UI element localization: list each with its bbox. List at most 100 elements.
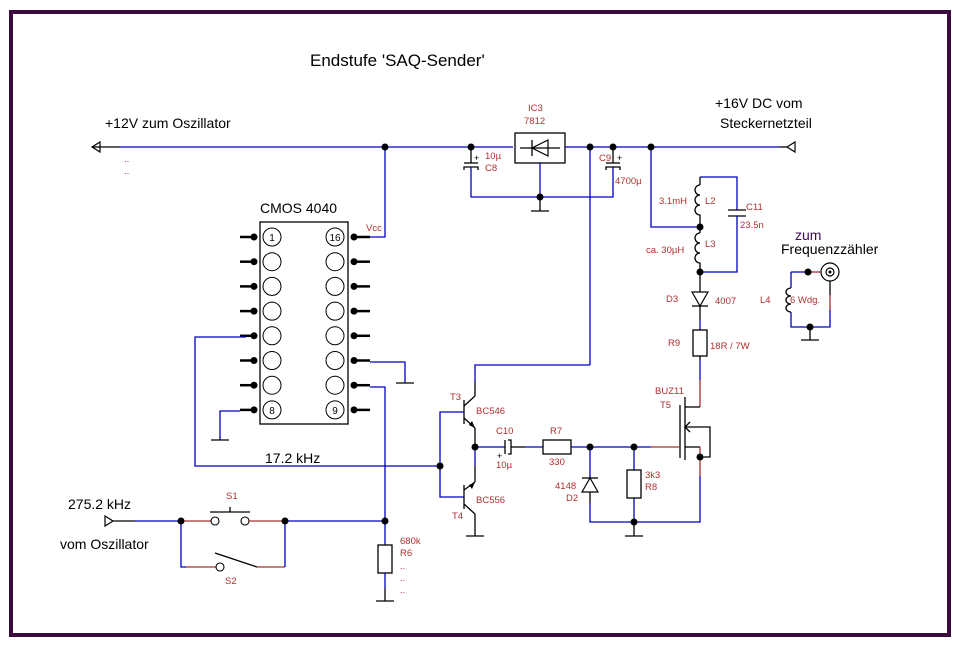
svg-text:R8: R8	[645, 482, 657, 493]
inductor-l2	[694, 184, 701, 227]
svg-text:..: ..	[400, 573, 405, 584]
ic-pin-marker	[325, 252, 345, 272]
junction-dot	[471, 443, 479, 451]
svg-text:R7: R7	[550, 426, 562, 437]
svg-text:10µ: 10µ	[496, 460, 513, 471]
svg-text:C11: C11	[746, 202, 763, 213]
label-16v-in-2: Steckernetzteil	[720, 115, 812, 131]
label-counter-1: zum	[795, 227, 821, 243]
junction-dot	[630, 443, 638, 451]
transistor-t3	[463, 382, 476, 448]
resistor-r6	[376, 521, 394, 602]
svg-text:7812: 7812	[524, 116, 545, 127]
svg-text:C8: C8	[485, 163, 497, 174]
junction-dot	[609, 143, 617, 151]
ic-pin-dot	[350, 233, 358, 241]
inductor-l4	[785, 287, 792, 313]
svg-text:+: +	[474, 153, 479, 163]
capacitor-c10: +	[475, 439, 543, 461]
svg-text:..: ..	[124, 166, 129, 177]
ic-pin-dot	[250, 258, 258, 266]
svg-text:T3: T3	[450, 392, 461, 403]
junction-dot	[696, 268, 704, 276]
svg-text:D3: D3	[666, 294, 678, 305]
ic-pin-dot	[350, 381, 358, 389]
ic-pin-number: 8	[269, 406, 275, 417]
svg-text:C9: C9	[599, 153, 611, 164]
ic-pin-marker	[262, 227, 282, 247]
ic-pin-marker	[325, 227, 345, 247]
svg-text:4148: 4148	[555, 481, 576, 492]
junction-dot	[696, 453, 704, 461]
junction-dot	[177, 517, 185, 525]
svg-text:S2: S2	[225, 576, 237, 587]
svg-text:BUZ11: BUZ11	[655, 386, 684, 397]
ic-pin-dot	[250, 332, 258, 340]
svg-text:4700µ: 4700µ	[615, 176, 642, 187]
junction-dot	[536, 193, 544, 201]
ic-pin-marker	[325, 375, 345, 395]
ic-label: CMOS 4040	[260, 200, 337, 216]
ic-pin-marker	[325, 276, 345, 296]
svg-text:23.5n: 23.5n	[740, 220, 764, 231]
ic-pin-dot	[350, 258, 358, 266]
switch-s1[interactable]	[181, 507, 285, 526]
ic-pin-marker	[262, 326, 282, 346]
svg-text:L2: L2	[705, 196, 716, 207]
svg-text:IC3: IC3	[528, 103, 543, 114]
svg-text:R6: R6	[400, 548, 412, 559]
svg-text:T4: T4	[452, 511, 463, 522]
resistor-r8	[625, 447, 643, 537]
svg-text:BC546: BC546	[476, 406, 505, 417]
label-16v-in-1: +16V DC vom	[715, 95, 803, 111]
junction-dot	[281, 517, 289, 525]
svg-text:ca. 30µH: ca. 30µH	[646, 245, 684, 256]
svg-text:..: ..	[400, 561, 405, 572]
junction-dot	[586, 443, 594, 451]
junction-dot	[381, 517, 389, 525]
junction-dot	[381, 143, 389, 151]
svg-text:+: +	[497, 451, 502, 461]
ic-pin-dot	[250, 406, 258, 414]
rail-12v	[90, 140, 513, 154]
ic-pin-marker	[262, 301, 282, 321]
ic-pin-marker	[262, 375, 282, 395]
ic-pin-marker	[325, 400, 345, 420]
svg-text:D2: D2	[566, 493, 578, 504]
junction-dot	[647, 143, 655, 151]
svg-text:10µ: 10µ	[485, 151, 502, 162]
diagram-frame	[9, 10, 951, 637]
ic-pin-marker	[262, 400, 282, 420]
svg-text:BC556: BC556	[476, 495, 505, 506]
ic-pin-marker	[325, 326, 345, 346]
ic-pin-dot	[250, 233, 258, 241]
label-divided-freq: 17.2 kHz	[265, 450, 320, 466]
svg-text:R9: R9	[668, 338, 680, 349]
junction-dot	[630, 518, 638, 526]
svg-text:L3: L3	[705, 239, 716, 250]
svg-text:..: ..	[400, 585, 405, 596]
ic-pin-marker	[325, 301, 345, 321]
resistor-r9	[692, 329, 708, 407]
label-input-freq: 275.2 kHz	[68, 496, 131, 512]
mosfet-t5	[651, 397, 711, 476]
svg-text:T5: T5	[660, 400, 671, 411]
label-12v-out: +12V zum Oszillator	[105, 115, 231, 131]
svg-text:C10: C10	[496, 426, 513, 437]
ic-pin-marker	[262, 252, 282, 272]
switch-s2[interactable]	[180, 521, 286, 572]
ic-pin-dot	[350, 332, 358, 340]
ic-pin-dot	[250, 282, 258, 290]
diagram-title: Endstufe 'SAQ-Sender'	[310, 51, 485, 70]
svg-text:L4: L4	[760, 295, 771, 306]
ic-pin-marker	[262, 351, 282, 370]
tank-circuit	[650, 147, 746, 273]
ic-pin-dot	[350, 307, 358, 315]
resistor-r7	[542, 439, 572, 455]
ic-pin-dot	[250, 357, 258, 364]
ic-pin-dot	[350, 406, 358, 414]
svg-text:+: +	[617, 153, 622, 163]
ic-pin-number: 1	[269, 233, 275, 244]
